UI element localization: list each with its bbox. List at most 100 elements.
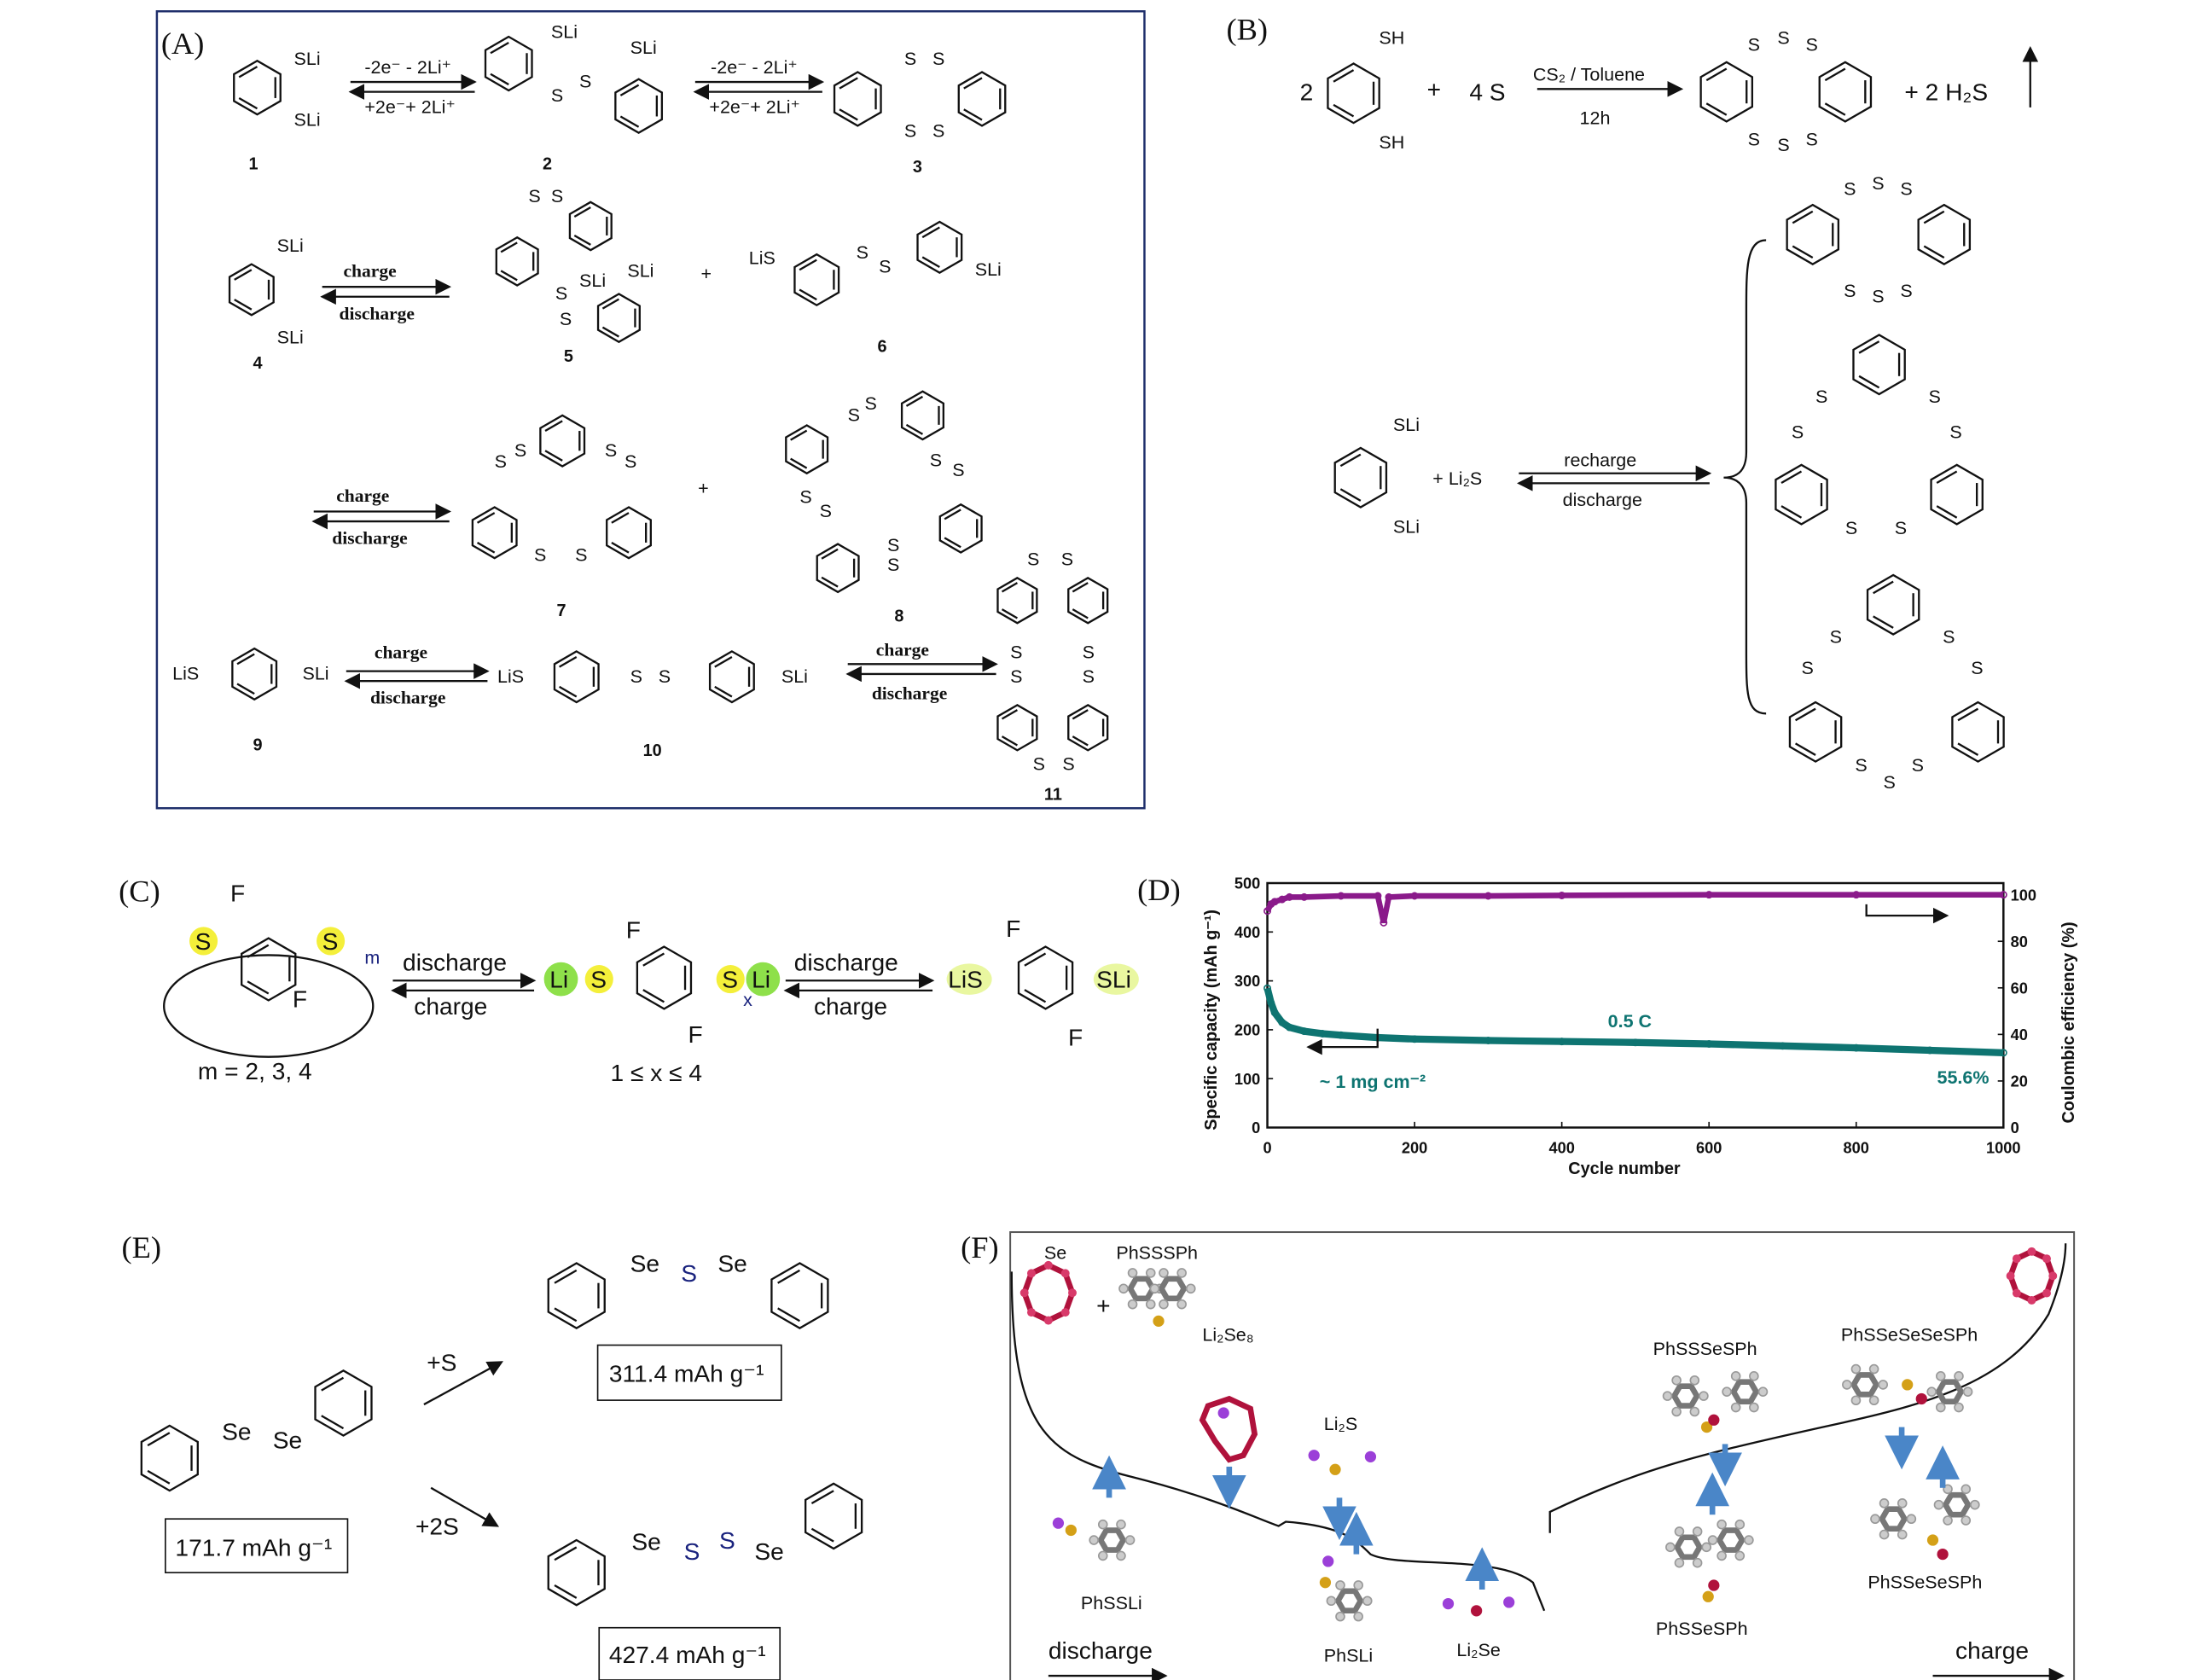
atom-label: S [952, 460, 964, 480]
polymer-loop [163, 954, 375, 1058]
benzene-ring [228, 263, 275, 317]
hydrogen-atom [1127, 1268, 1138, 1278]
double-bond [476, 541, 496, 554]
benzene-ring [996, 576, 1038, 625]
species-label: PhSSeSeSeSPh [1841, 1325, 1978, 1346]
benzene-ring [900, 390, 945, 441]
compound-number: 1 [249, 155, 259, 174]
hydrogen-atom [1717, 1550, 1727, 1561]
panel-f-border [1009, 1231, 2076, 1680]
atom-label: S [514, 440, 526, 461]
atom-label: S [1062, 754, 1074, 775]
efficiency-point [1999, 891, 2007, 899]
atom-label: S [1844, 281, 1856, 301]
atom-label: S [684, 1538, 700, 1565]
benzene-ring [1775, 463, 1828, 526]
atom-label: S [1900, 179, 1912, 200]
selenium-atom [2042, 1288, 2051, 1298]
atom-label: S [887, 555, 899, 575]
x-tick-label: 200 [1402, 1139, 1427, 1156]
charge-label: charge [414, 993, 487, 1020]
atom-label: S [551, 186, 563, 206]
benzene-ring [636, 945, 693, 1010]
double-bond [790, 457, 808, 469]
hydrogen-atom [1097, 1550, 1108, 1561]
double-bond [500, 241, 518, 253]
double-bond [1936, 470, 1958, 485]
atom-label: S [1748, 130, 1760, 150]
benzene-ring [471, 506, 518, 560]
selenium-atom [1470, 1605, 1483, 1617]
atom-label: SLi [277, 235, 304, 256]
charge-label: charge [876, 639, 929, 660]
hydrogen-atom [1906, 1514, 1917, 1525]
rate-annotation: 0.5 C [1608, 1011, 1652, 1032]
double-bond [601, 298, 620, 310]
double-bond [1957, 742, 1979, 756]
atom-label: F [293, 986, 307, 1013]
li2se8-model [1199, 1395, 1258, 1463]
atom-label: SH [1379, 132, 1404, 153]
discharge-label: discharge [403, 950, 507, 976]
double-bond [790, 429, 808, 441]
selenium-atom [1019, 1288, 1029, 1298]
efficiency-point [1410, 892, 1419, 900]
atom-label: SLi [975, 259, 1002, 280]
species-label: Li₂S [1324, 1414, 1357, 1434]
capacity-point [1318, 1030, 1327, 1038]
charge-curve [1548, 1243, 2067, 1533]
hydrogen-atom [1145, 1299, 1156, 1310]
y-axis-label-right: Coulombic efficiency (%) [2059, 921, 2078, 1123]
efficiency-point [1285, 892, 1293, 901]
selenium-atom [1026, 1269, 1036, 1278]
atom-label: S [1830, 626, 1842, 647]
benzene-ring [1866, 573, 1920, 636]
atom-label: S [528, 186, 540, 206]
atom-label: S [560, 309, 572, 329]
hydrogen-atom [1954, 1402, 1964, 1413]
phenyl-model [1097, 1527, 1127, 1553]
plot-frame [1266, 881, 2005, 1129]
benzene-ring [495, 235, 539, 287]
compound-number: 3 [913, 158, 922, 177]
benzene-ring [957, 71, 1007, 127]
benzene-ring [568, 201, 613, 252]
capacity-box [596, 1344, 782, 1401]
brace [1723, 239, 1767, 715]
selenium-atom [2042, 1254, 2051, 1264]
double-bond [573, 206, 591, 218]
chain-atom [1700, 1421, 1713, 1433]
double-bond [619, 115, 640, 128]
double-bond [1072, 709, 1089, 720]
atom-label: SH [1379, 27, 1404, 48]
hydrogen-atom [1689, 1406, 1700, 1417]
capacity-point [1278, 1018, 1287, 1026]
double-bond [238, 96, 259, 110]
atom-label: SLi [781, 666, 808, 687]
panel-a-border [155, 10, 1146, 810]
atom-label: SLi [294, 109, 321, 130]
double-bond [777, 1269, 800, 1284]
hydrogen-atom [1127, 1299, 1138, 1310]
double-bond [500, 270, 518, 282]
plus-sign: + [1096, 1293, 1110, 1319]
double-bond [1339, 453, 1362, 468]
benzene-ring [1067, 704, 1109, 752]
capacity-box [598, 1626, 781, 1680]
atom-label: S [1033, 754, 1045, 775]
plus-sign: + [700, 264, 712, 284]
efficiency-point [1558, 891, 1566, 899]
benzene-ring [1333, 446, 1388, 509]
benzene-ring [1017, 945, 1074, 1010]
benzene-ring [785, 424, 829, 475]
atom-label: S [1805, 130, 1817, 150]
compound-number: 2 [543, 155, 552, 174]
species-label: PhSSSPh [1116, 1243, 1198, 1264]
reaction-arrow [430, 1486, 500, 1527]
species-label: PhSSSeSPh [1653, 1339, 1757, 1359]
loading-annotation: ~ 1 mg cm⁻² [1320, 1072, 1426, 1092]
y-right-tick-label: 80 [2011, 933, 2028, 950]
capacity-point [1631, 1038, 1640, 1047]
discharge-label: discharge [340, 303, 415, 323]
